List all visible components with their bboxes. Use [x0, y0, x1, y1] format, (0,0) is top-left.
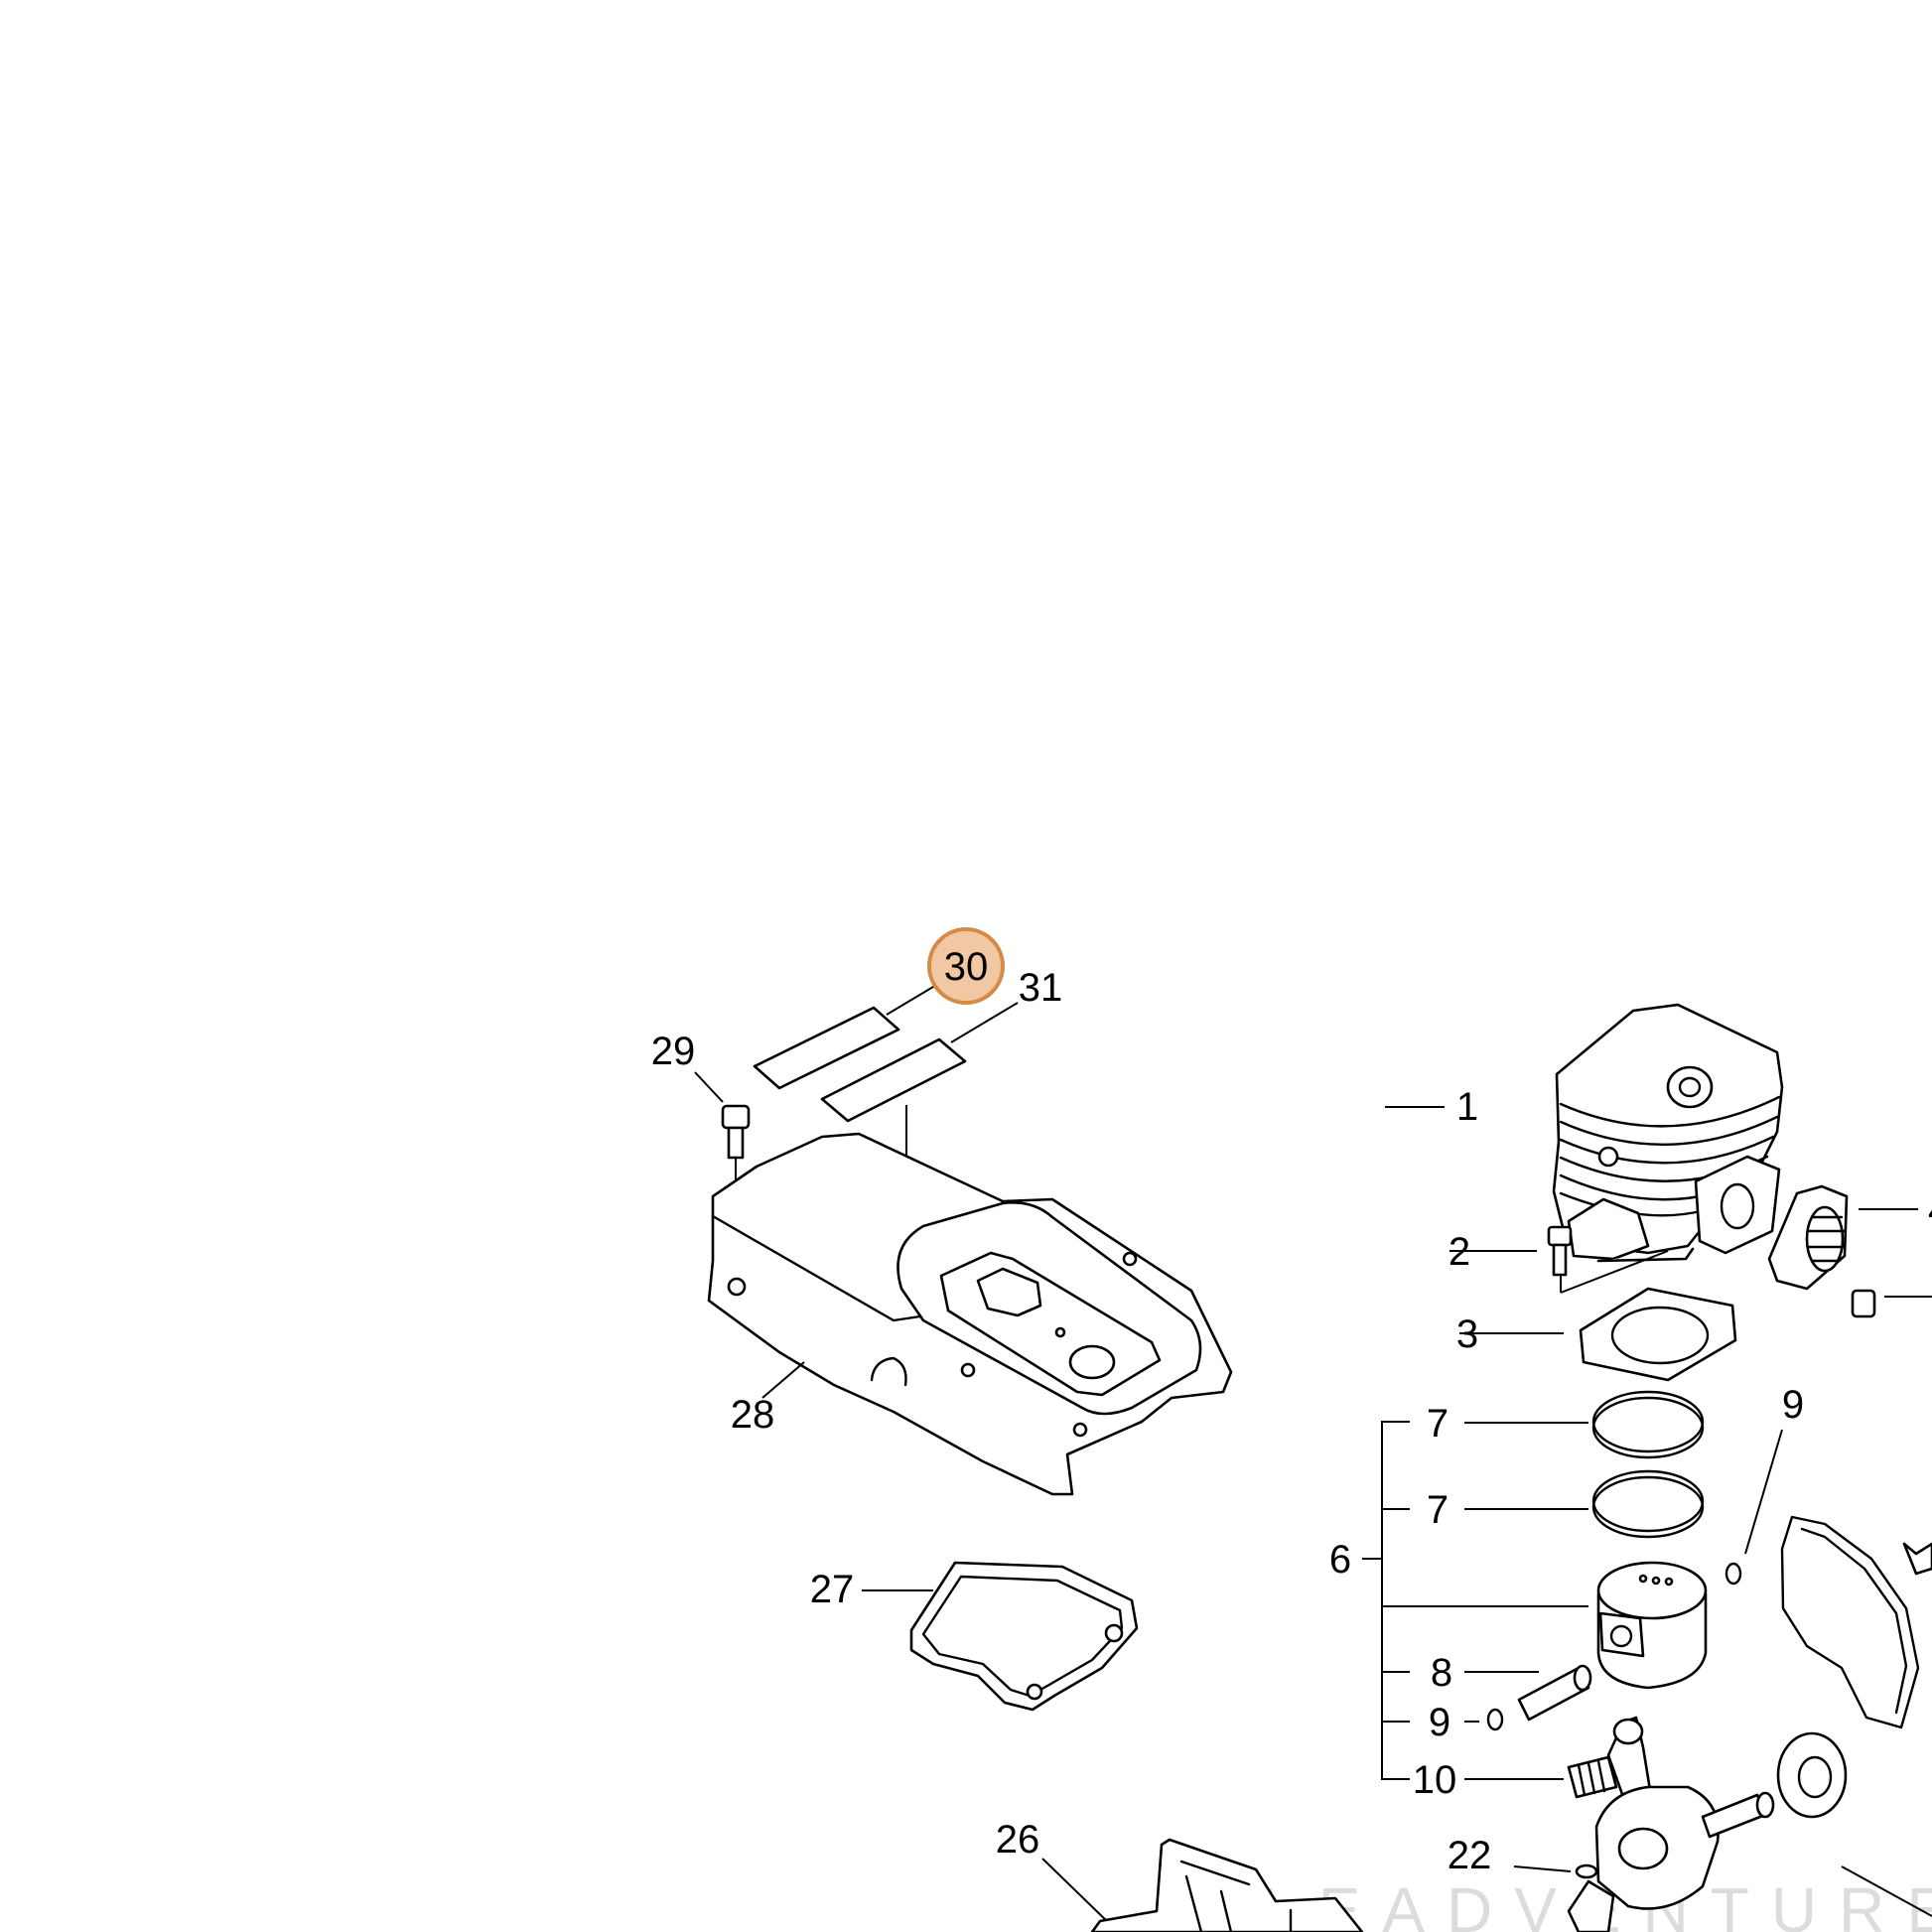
part-27-gasket[interactable] — [862, 1561, 1139, 1712]
callout-26[interactable]: 26 — [996, 1818, 1040, 1862]
callout-1[interactable]: 1 — [1456, 1085, 1478, 1129]
part-main-bearing[interactable] — [1776, 1731, 1848, 1819]
callout-9-left[interactable]: 9 — [1429, 1701, 1450, 1744]
part-2-screw[interactable] — [1449, 1225, 1669, 1294]
callout-30[interactable]: 30 — [944, 945, 989, 989]
part-crankcase-gasket[interactable] — [1780, 1515, 1932, 1917]
highlight-circle[interactable] — [927, 927, 1005, 1005]
callout-2[interactable]: 2 — [1449, 1230, 1470, 1274]
callout-4[interactable]: 4 — [1928, 1188, 1932, 1232]
part-6-piston[interactable] — [1596, 1561, 1708, 1690]
part-28-cylinder-cover[interactable] — [707, 1132, 1233, 1496]
part-9-circlip-left[interactable] — [1464, 1708, 1504, 1731]
callout-9-right[interactable]: 9 — [1782, 1383, 1804, 1427]
part-7-piston-ring-lower[interactable] — [1464, 1469, 1705, 1539]
callout-7-upper[interactable]: 7 — [1427, 1402, 1449, 1446]
part-22-key[interactable] — [1513, 1863, 1598, 1879]
callout-7-lower[interactable]: 7 — [1427, 1488, 1449, 1532]
part-9-circlip-right[interactable] — [1725, 1429, 1783, 1586]
part-crankshaft[interactable] — [1567, 1716, 1775, 1932]
part-7-piston-ring-upper[interactable] — [1464, 1390, 1705, 1459]
part-4-intake[interactable] — [1767, 1184, 1932, 1576]
callout-8[interactable]: 8 — [1431, 1651, 1452, 1695]
callout-27[interactable]: 27 — [810, 1568, 855, 1611]
part-6-piston-kit-bracket — [1362, 1421, 1588, 1780]
callout-10[interactable]: 10 — [1413, 1758, 1457, 1802]
part-10-needle-bearing[interactable] — [1464, 1755, 1618, 1799]
callout-6[interactable]: 6 — [1329, 1538, 1351, 1582]
callout-22[interactable]: 22 — [1448, 1834, 1492, 1877]
callout-3[interactable]: 3 — [1456, 1312, 1478, 1356]
callout-31[interactable]: 31 — [1019, 966, 1063, 1010]
part-26-crankcase[interactable] — [1041, 1838, 1364, 1932]
callout-28[interactable]: 28 — [731, 1393, 775, 1437]
part-1-cylinder[interactable] — [1385, 1003, 1784, 1263]
callout-29[interactable]: 29 — [651, 1030, 696, 1073]
part-3-cylinder-gasket[interactable] — [1459, 1287, 1737, 1382]
part-8-piston-pin[interactable] — [1464, 1664, 1592, 1722]
